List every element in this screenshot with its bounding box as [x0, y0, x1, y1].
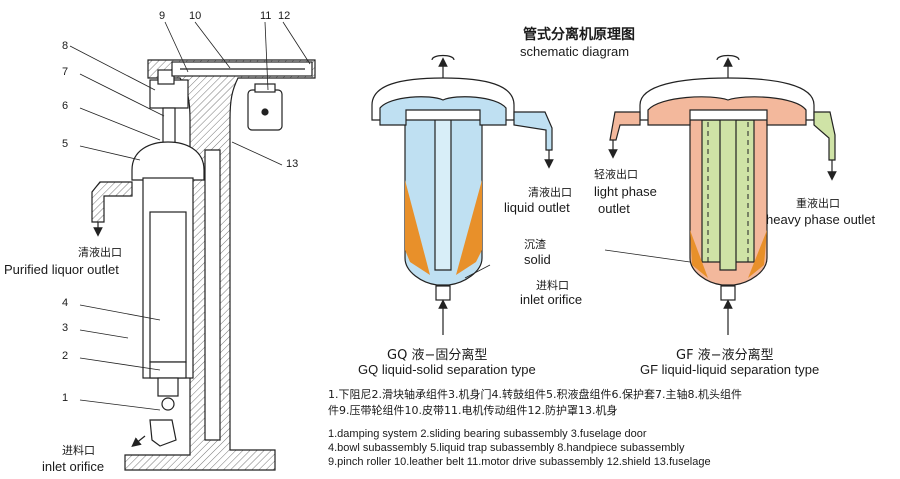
legend-cn-line-2: 件9.压带轮组件10.皮带11.电机传动组件12.防护罩13.机身	[328, 404, 618, 417]
legend-en-line-3: 9.pinch roller 10.leather belt 11.motor …	[328, 456, 711, 468]
part-number-1: 1	[62, 392, 69, 404]
gf-heavy-outlet-cn: 重液出口	[796, 198, 840, 210]
part-number-10: 10	[189, 10, 202, 22]
purified-outlet-cn: 清液出口	[78, 247, 122, 259]
title-cn: 管式分离机原理图	[523, 27, 635, 43]
inlet-en: inlet orifice	[42, 459, 105, 474]
handpiece-block	[149, 79, 189, 109]
part-number-8: 8	[62, 40, 69, 52]
title-en: schematic diagram	[520, 44, 630, 59]
inlet-cn: 进料口	[62, 445, 95, 457]
part-number-12: 12	[278, 10, 291, 22]
part-number-2: 2	[62, 350, 69, 362]
part-number-7: 7	[62, 66, 69, 78]
gq-caption-cn: GQ 液−固分离型	[387, 348, 488, 363]
part-number-4: 4	[62, 297, 69, 309]
part-number-9: 9	[159, 10, 166, 22]
gq-solid	[405, 180, 430, 275]
part-number-13: 13	[286, 158, 299, 170]
legend-en-line-1: 1.damping system 2.sliding bearing subas…	[328, 428, 647, 440]
spindle	[162, 107, 176, 144]
gq-solid-en: solid	[524, 252, 551, 267]
machine-cross-section	[69, 21, 316, 471]
leader-lines	[69, 21, 311, 411]
gf-light-outlet-en2: outlet	[598, 201, 630, 216]
part-number-11: 11	[260, 10, 272, 22]
legend-en-line-2: 4.bowl subassembly 5.liquid trap subasse…	[328, 442, 685, 454]
gq-liquid-outlet-en: liquid outlet	[504, 200, 570, 215]
gq-inlet-en: inlet orifice	[520, 292, 583, 307]
gq-liquid-outlet-cn: 清液出口	[528, 187, 572, 199]
part-number-3: 3	[62, 322, 69, 334]
gf-heavy-outlet-en: heavy phase outlet	[766, 212, 876, 227]
gf-light-outlet-cn: 轻液出口	[594, 169, 638, 181]
gq-caption-en: GQ liquid-solid separation type	[358, 362, 536, 377]
gf-caption-cn: GF 液−液分离型	[676, 348, 774, 363]
purified-outlet-en: Purified liquor outlet	[4, 262, 119, 277]
gq-solid-cn: 沉渣	[524, 239, 546, 251]
gf-diagram	[604, 54, 837, 335]
gq-inlet-cn: 进料口	[536, 280, 569, 292]
legend-cn-line-1: 1.下阻尼2.滑块轴承组件3.机身门4.转鼓组件5.积液盘组件6.保护套7.主轴…	[328, 388, 742, 401]
part-number-6: 6	[62, 100, 69, 112]
gq-diagram	[371, 54, 554, 335]
part-number-5: 5	[62, 138, 69, 150]
liquid-trap	[131, 141, 205, 181]
gf-caption-en: GF liquid-liquid separation type	[640, 362, 820, 377]
gf-light-outlet-en1: light phase	[594, 184, 657, 199]
